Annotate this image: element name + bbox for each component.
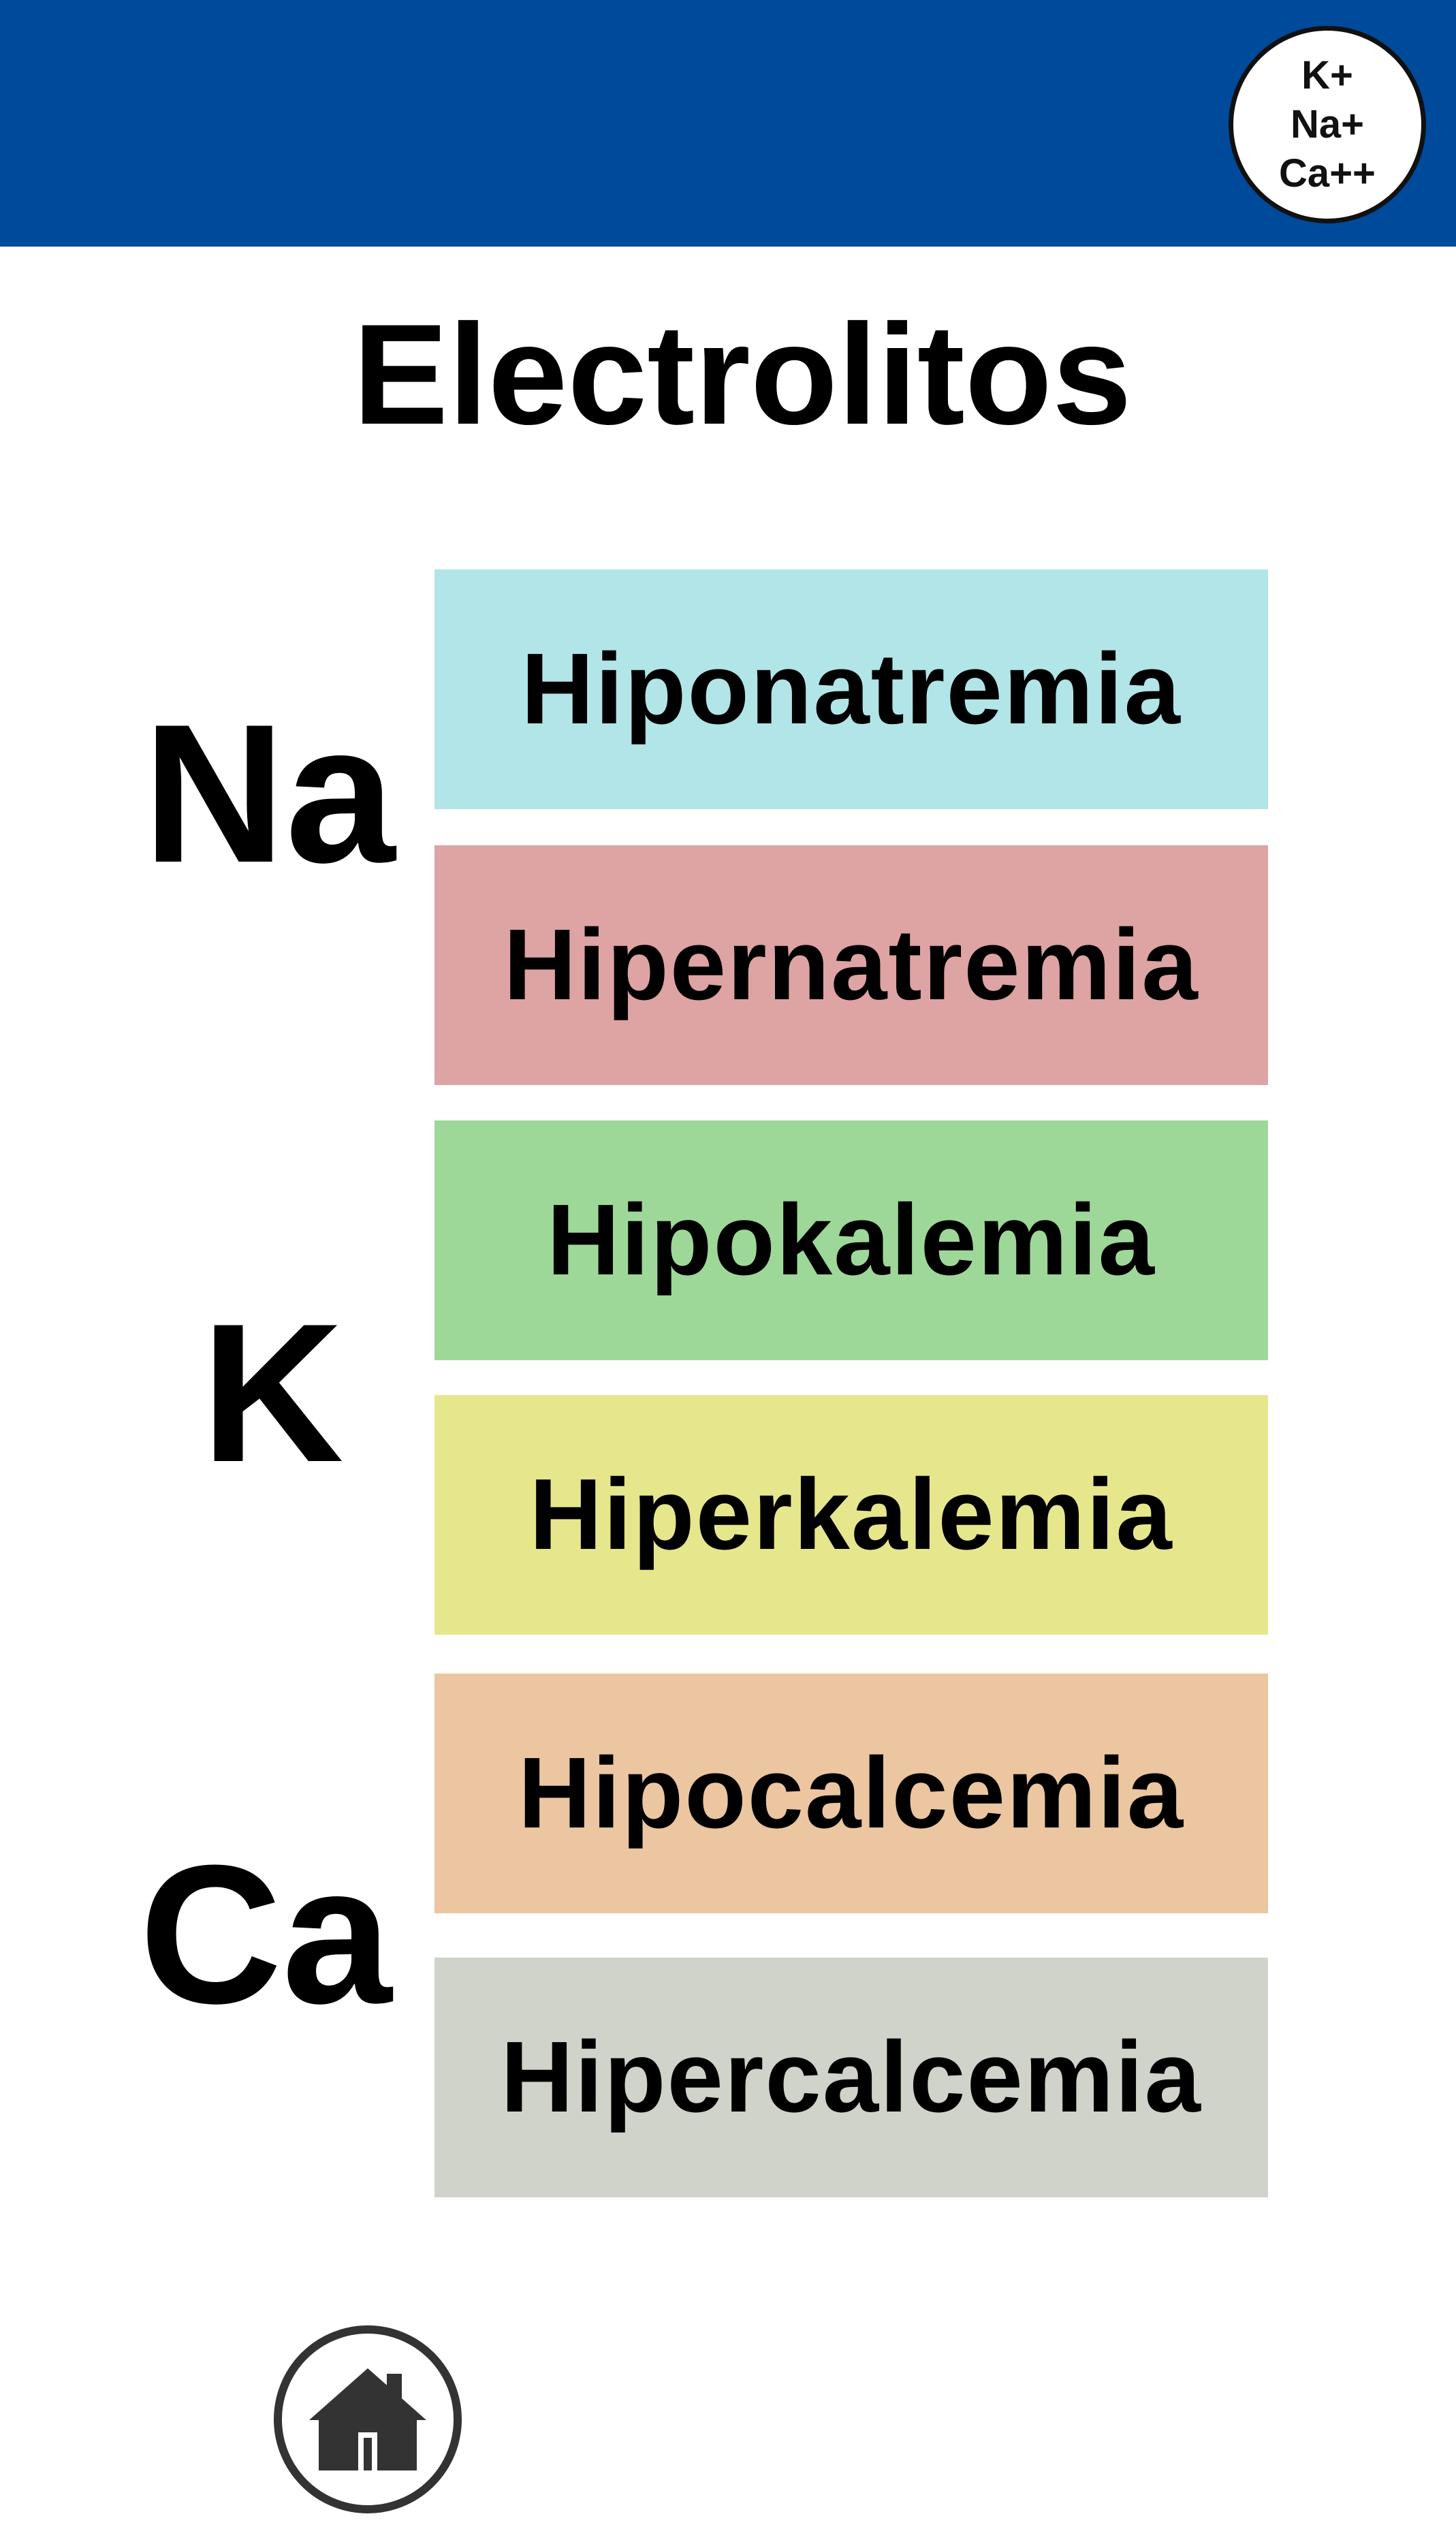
home-icon	[309, 2368, 426, 2470]
group-label-sodium: Na	[142, 683, 396, 904]
badge-line-sodium: Na+	[1290, 102, 1364, 146]
hipokalemia-label: Hipokalemia	[547, 1184, 1156, 1296]
badge-line-potassium: K+	[1301, 53, 1353, 97]
hipernatremia-button[interactable]: Hipernatremia	[434, 845, 1268, 1085]
group-label-potassium: K	[201, 1283, 344, 1503]
hiponatremia-label: Hiponatremia	[521, 633, 1182, 745]
hiponatremia-button[interactable]: Hiponatremia	[434, 569, 1268, 809]
group-label-calcium: Ca	[139, 1824, 392, 2045]
hiperkalemia-button[interactable]: Hiperkalemia	[434, 1395, 1268, 1635]
home-button[interactable]	[274, 2325, 462, 2513]
header-bar: K+ Na+ Ca++	[0, 0, 1456, 247]
hipocalcemia-button[interactable]: Hipocalcemia	[434, 1674, 1268, 1913]
hiperkalemia-label: Hiperkalemia	[529, 1458, 1173, 1571]
hipercalcemia-label: Hipercalcemia	[501, 2021, 1202, 2133]
badge-line-calcium: Ca++	[1279, 151, 1376, 195]
hipokalemia-button[interactable]: Hipokalemia	[434, 1120, 1268, 1360]
hipocalcemia-label: Hipocalcemia	[518, 1737, 1185, 1849]
hipercalcemia-button[interactable]: Hipercalcemia	[434, 1958, 1268, 2197]
electrolytes-logo-badge: K+ Na+ Ca++	[1229, 26, 1426, 223]
hipernatremia-label: Hipernatremia	[503, 909, 1199, 1021]
page-title: Electrolitos	[353, 294, 1132, 454]
